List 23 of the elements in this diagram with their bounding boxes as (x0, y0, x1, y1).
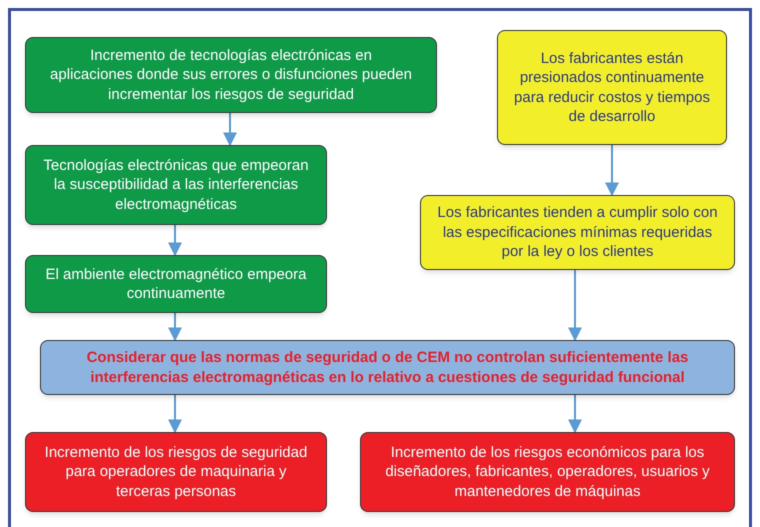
conclusion-box (40, 340, 735, 395)
arrow (168, 225, 182, 256)
arrow (168, 313, 182, 342)
cause-box (25, 37, 437, 113)
arrow (223, 113, 237, 146)
box-text: Los fabricantes están presionados continuamente para reducir costos y tiempos de desarrollo (514, 48, 710, 126)
consequence-box (25, 432, 327, 512)
box-text: Los fabricantes tienden a cumplir solo con las especificaciones mínimas requeridas por la ley o los clientes (437, 203, 718, 262)
cause-box (25, 145, 327, 225)
box-text: Incremento de tecnologías electrónicas en aplicaciones donde sus errores o disfunciones pueden incrementar los riesgos de seguridad (50, 46, 412, 104)
box-text: Incremento de los riesgos económicos para los diseñadores, fabricantes, operadores, usuarios y mantenedores de máquinas (384, 442, 711, 502)
box-text: Incremento de los riesgos de seguridad para operadores de maquinaria y terceras personas (44, 442, 308, 502)
arrow (605, 145, 619, 196)
box-text: Considerar que las normas de seguridad o de CEM no controlan suficientemente las interferencias electromagnéticas en lo relativo a cuestiones de seguridad funcional (86, 348, 690, 387)
box-text: El ambiente electromagnético empeora continuamente (44, 264, 308, 304)
arrow (568, 395, 582, 434)
box-text: Tecnologías electrónicas que empeoran la susceptibilidad a las interferencias electromagnéticas (42, 156, 310, 214)
cause-box (420, 195, 735, 270)
consequence-box (360, 432, 735, 512)
arrow (168, 395, 182, 434)
cause-box (497, 30, 727, 145)
cause-box (25, 255, 327, 313)
arrow (568, 270, 582, 342)
